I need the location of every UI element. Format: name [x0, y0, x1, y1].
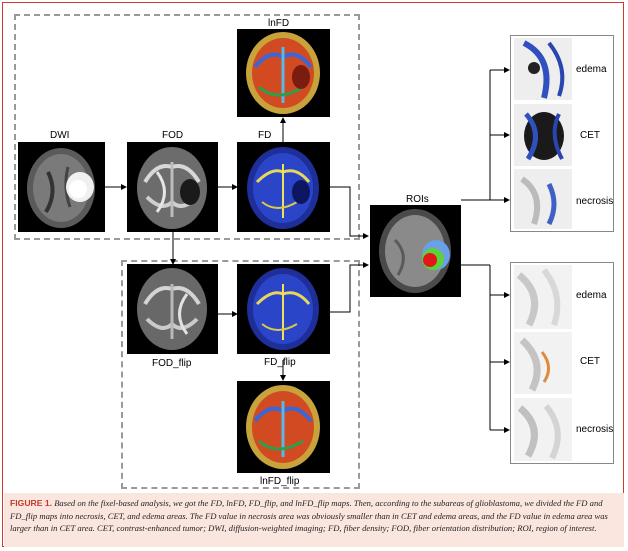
- fd-image: [237, 142, 330, 232]
- top-cet-label: CET: [580, 130, 600, 141]
- infd-flip-image: [237, 381, 330, 473]
- caption-text: Based on the fixel-based analysis, we go…: [10, 498, 608, 533]
- top-edema-label: edema: [576, 64, 607, 75]
- fod-flip-label: FOD_flip: [152, 358, 192, 369]
- bottom-necrosis-image: [514, 398, 572, 461]
- bottom-edema-label: edema: [576, 290, 607, 301]
- caption-heading: FIGURE 1.: [10, 498, 53, 508]
- bottom-necrosis-label: necrosis: [576, 424, 614, 435]
- top-group-box: [14, 14, 360, 240]
- top-cet-image: [514, 104, 572, 166]
- infd-image: [237, 29, 330, 117]
- rois-image: [370, 205, 461, 297]
- rois-label: ROIs: [406, 194, 429, 205]
- dwi-label: DWI: [50, 130, 70, 141]
- fd-flip-image: [237, 264, 330, 354]
- top-edema-image: [514, 38, 572, 100]
- bottom-cet-label: CET: [580, 356, 600, 367]
- fod-image: [127, 142, 218, 232]
- infd-flip-label: lnFD_flip: [260, 476, 300, 487]
- bottom-edema-image: [514, 265, 572, 329]
- dwi-image: [18, 142, 105, 232]
- fod-flip-image: [127, 264, 218, 354]
- top-necrosis-image: [514, 169, 572, 229]
- fd-flip-label: FD_flip: [264, 357, 296, 368]
- figure-caption: FIGURE 1. Based on the fixel-based analy…: [4, 493, 624, 547]
- bottom-cet-image: [514, 332, 572, 394]
- fd-label: FD: [258, 130, 272, 141]
- bottom-group-box: [121, 260, 360, 489]
- top-necrosis-label: necrosis: [576, 196, 614, 207]
- fod-label: FOD: [162, 130, 184, 141]
- infd-label: lnFD: [268, 18, 290, 29]
